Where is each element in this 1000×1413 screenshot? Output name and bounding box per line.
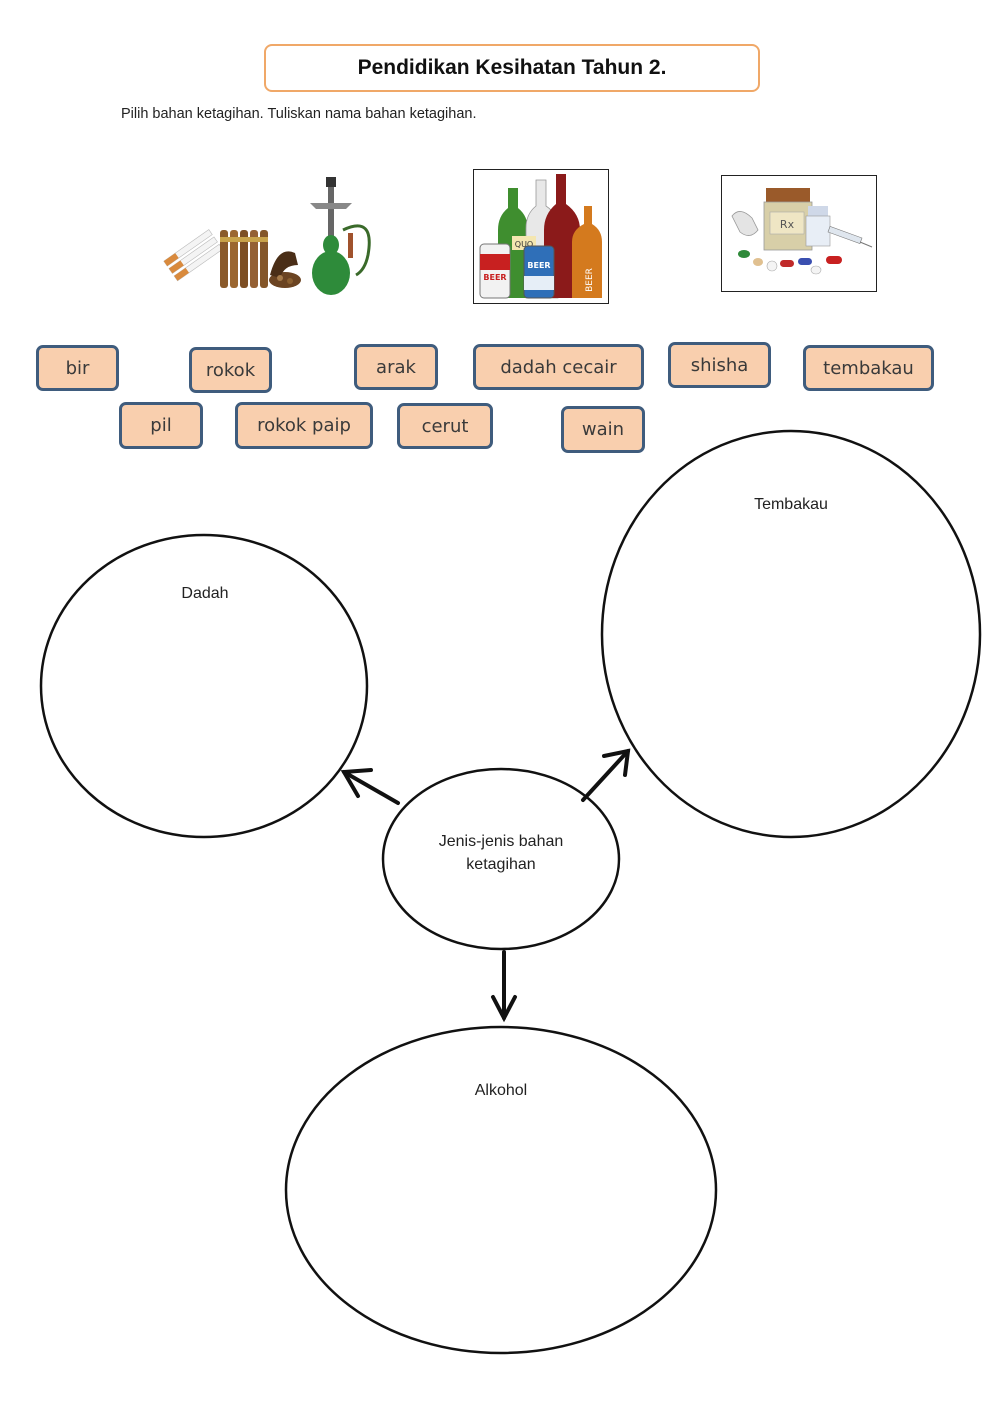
cans-icon: BEER BEER <box>479 243 555 299</box>
alcohol-image: QUO BEER BEER BEER <box>473 169 609 304</box>
word-chip-cerut[interactable]: cerut <box>397 403 493 449</box>
alkohol-circle <box>284 1025 718 1355</box>
word-chip-tembakau[interactable]: tembakau <box>803 345 934 391</box>
dadah-circle <box>39 533 369 839</box>
tembakau-label: Tembakau <box>754 496 828 513</box>
pill-bottle-icon: Rx <box>731 188 831 251</box>
word-chip-wain[interactable]: wain <box>561 406 645 453</box>
drugs-image: Rx <box>721 175 877 292</box>
instruction-text: Pilih bahan ketagihan. Tuliskan nama bah… <box>121 106 477 122</box>
word-chip-dadah-cecair[interactable]: dadah cecair <box>473 344 644 390</box>
cigarettes-icon <box>163 229 224 282</box>
word-chip-bir[interactable]: bir <box>36 345 119 391</box>
svg-text:BEER: BEER <box>585 268 595 292</box>
cigars-icon <box>220 230 268 288</box>
dadah-label: Dadah <box>181 585 229 602</box>
alkohol-label: Alkohol <box>474 1082 528 1099</box>
tembakau-circle <box>600 429 982 839</box>
title-box: Pendidikan Kesihatan Tahun 2. <box>264 44 760 92</box>
svg-text:Rx: Rx <box>780 218 795 231</box>
word-chip-shisha[interactable]: shisha <box>668 342 771 388</box>
hookah-icon <box>310 177 371 295</box>
word-chip-arak[interactable]: arak <box>354 344 438 390</box>
center-label: Jenis-jenis bahan ketagihan <box>438 833 564 873</box>
svg-text:BEER: BEER <box>527 261 550 270</box>
pills-icon <box>738 250 842 275</box>
arrow-to-tembakau <box>581 748 631 802</box>
word-chip-rokok-paip[interactable]: rokok paip <box>235 402 373 449</box>
arrow-to-alkohol <box>491 950 517 1023</box>
arrow-to-dadah <box>340 768 400 805</box>
page-title: Pendidikan Kesihatan Tahun 2. <box>357 56 667 79</box>
svg-text:BEER: BEER <box>483 273 506 282</box>
tobacco-products-image <box>160 175 385 300</box>
word-chip-pil[interactable]: pil <box>119 402 203 449</box>
center-circle <box>381 767 621 951</box>
svg-text:QUO: QUO <box>515 240 533 249</box>
syringe-icon <box>827 225 873 248</box>
word-chip-rokok[interactable]: rokok <box>189 347 272 393</box>
pipe-tobacco-icon <box>269 251 301 288</box>
